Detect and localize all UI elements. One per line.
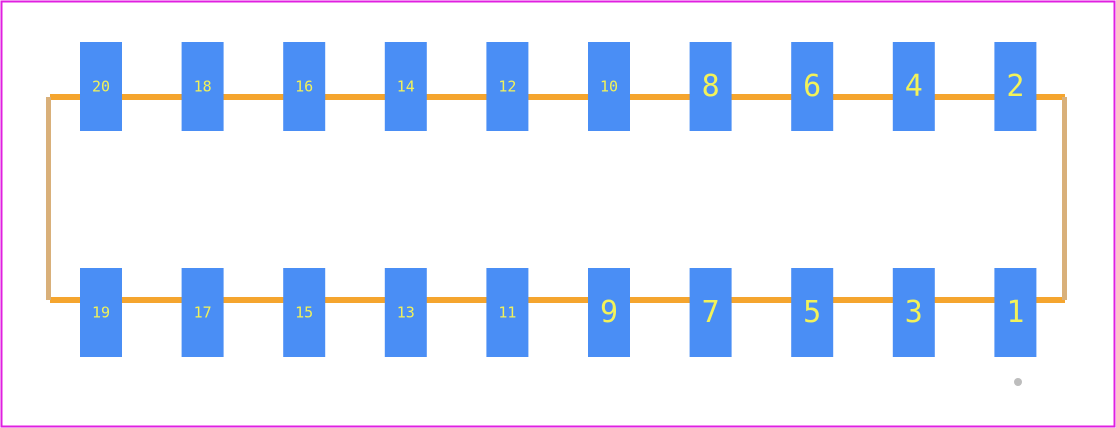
pad-20: 20 — [80, 42, 122, 131]
pad-15-shape — [283, 268, 326, 357]
pad-11: 11 — [486, 268, 529, 357]
pad-9: 9 — [588, 268, 630, 357]
pad-16: 16 — [283, 42, 326, 131]
pad-2-shape — [994, 42, 1037, 131]
pad-16-shape — [283, 42, 326, 131]
pad-row-bottom: 19 17 15 13 11 9 7 5 3 1 — [80, 268, 1037, 357]
pad-4: 4 — [892, 42, 935, 131]
pad-13-label: 13 — [397, 304, 415, 322]
pad-20-shape — [80, 42, 122, 131]
pad-12: 12 — [486, 42, 529, 131]
pad-1-label: 1 — [1006, 295, 1024, 330]
pad-8-shape — [689, 42, 732, 131]
pad-13-shape — [384, 268, 427, 357]
pad-19-shape — [80, 268, 122, 357]
pad-5: 5 — [791, 268, 834, 357]
pad-3: 3 — [892, 268, 935, 357]
pad-6: 6 — [791, 42, 834, 131]
pad-5-shape — [791, 268, 834, 357]
pad-14-shape — [384, 42, 427, 131]
pad-13: 13 — [384, 268, 427, 357]
pad-6-label: 6 — [803, 69, 821, 104]
pad-11-shape — [486, 268, 529, 357]
pad-1-shape — [994, 268, 1037, 357]
pad-16-label: 16 — [295, 78, 313, 96]
pad-17-label: 17 — [194, 304, 212, 322]
pad-9-label: 9 — [600, 295, 618, 330]
pad-7-shape — [689, 268, 732, 357]
pad-7: 7 — [689, 268, 732, 357]
pad-18-shape — [181, 42, 224, 131]
pad-11-label: 11 — [498, 304, 516, 322]
pad-14-label: 14 — [397, 78, 415, 96]
pad-9-shape — [588, 268, 630, 357]
pad-7-label: 7 — [702, 295, 720, 330]
pad-4-shape — [892, 42, 935, 131]
pad-10-label: 10 — [600, 78, 618, 96]
pad-2-label: 2 — [1006, 69, 1024, 104]
pad-12-shape — [486, 42, 529, 131]
pad-19: 19 — [80, 268, 122, 357]
origin-marker — [1014, 378, 1022, 386]
pad-10: 10 — [588, 42, 630, 131]
pad-19-label: 19 — [92, 304, 110, 322]
pad-20-label: 20 — [92, 78, 110, 96]
pad-17: 17 — [181, 268, 224, 357]
pad-10-shape — [588, 42, 630, 131]
pad-3-label: 3 — [905, 295, 923, 330]
pad-3-shape — [892, 268, 935, 357]
pad-4-label: 4 — [905, 69, 923, 104]
pad-5-label: 5 — [803, 295, 821, 330]
pad-8: 8 — [689, 42, 732, 131]
pad-2: 2 — [994, 42, 1037, 131]
pad-15-label: 15 — [295, 304, 313, 322]
pad-8-label: 8 — [702, 69, 720, 104]
pad-6-shape — [791, 42, 834, 131]
pad-18-label: 18 — [194, 78, 212, 96]
pad-17-shape — [181, 268, 224, 357]
pad-18: 18 — [181, 42, 224, 131]
pad-14: 14 — [384, 42, 427, 131]
pad-row-top: 20 18 16 14 12 10 8 6 4 2 — [80, 42, 1037, 131]
pad-1: 1 — [994, 268, 1037, 357]
pad-12-label: 12 — [498, 78, 516, 96]
pad-15: 15 — [283, 268, 326, 357]
